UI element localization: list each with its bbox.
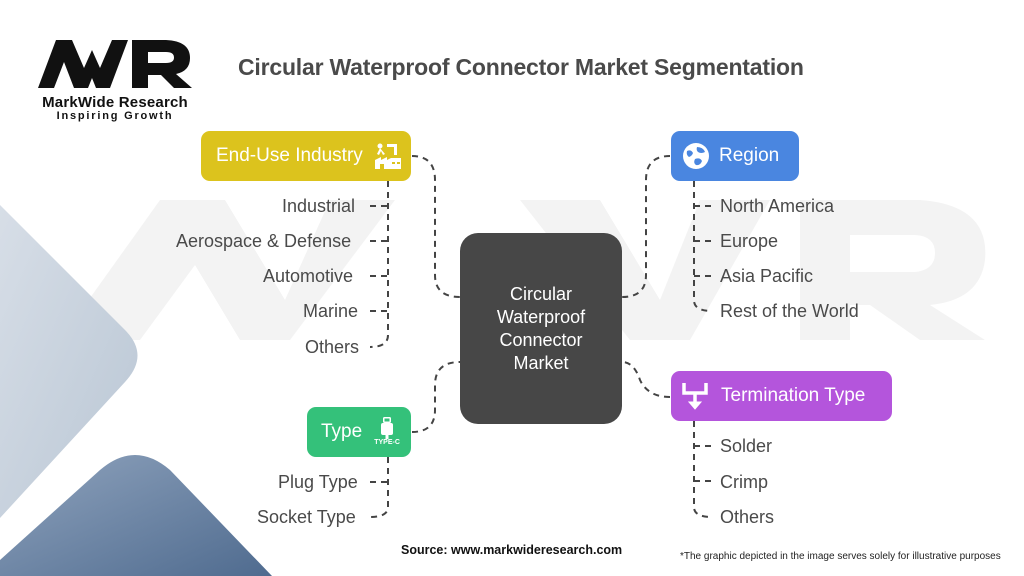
list-item: North America <box>720 196 835 216</box>
bracket-region <box>693 181 713 312</box>
branch-arrow-down-icon <box>681 381 709 411</box>
category-label: Region <box>719 145 780 166</box>
connector-type-center <box>411 361 461 433</box>
connector-region-center <box>621 155 671 298</box>
list-item: Asia Pacific <box>720 266 814 286</box>
connector-enduse-center <box>411 155 461 298</box>
list-item: Industrial <box>282 196 356 216</box>
usb-type-c-plug-icon: TYPE-C <box>374 417 400 447</box>
factory-robot-arm-icon <box>373 141 403 171</box>
category-type: Type TYPE-C <box>307 407 411 457</box>
brand-logo: MarkWide Research Inspiring Growth <box>30 38 200 123</box>
center-node: Circular Waterproof Connector Market <box>460 233 622 424</box>
list-item: Plug Type <box>278 472 358 492</box>
list-item: Europe <box>720 231 779 251</box>
list-item: Others <box>720 507 775 527</box>
list-item: Socket Type <box>257 507 356 527</box>
category-label: Type <box>321 421 363 442</box>
category-region: Region <box>671 131 799 181</box>
center-label: Circular Waterproof Connector Market <box>496 283 586 373</box>
list-item: Solder <box>720 436 773 456</box>
globe-icon <box>681 141 711 171</box>
list-item: Others <box>305 337 360 357</box>
brand-tagline: Inspiring Growth <box>56 110 174 122</box>
list-item: Aerospace & Defense <box>176 231 352 251</box>
page-title: Circular Waterproof Connector Market Seg… <box>238 54 804 80</box>
list-item: Automotive <box>263 266 354 286</box>
brand-name: MarkWide Research <box>42 94 188 111</box>
list-item: Marine <box>303 301 359 321</box>
list-item: Crimp <box>720 472 768 492</box>
bracket-type <box>369 457 389 518</box>
category-end-use-industry: End-Use Industry <box>201 131 411 181</box>
category-termination-type: Termination Type <box>671 371 892 421</box>
mwr-logo-icon <box>38 40 192 88</box>
list-item: Rest of the World <box>720 301 859 321</box>
category-label: End-Use Industry <box>216 145 363 166</box>
connector-term-center <box>621 361 671 398</box>
bracket-enduse <box>369 181 389 348</box>
category-label: Termination Type <box>721 385 866 406</box>
source-text: Source: www.markwideresearch.com <box>401 543 623 557</box>
icon-caption: TYPE-C <box>374 439 400 446</box>
disclaimer-text: *The graphic depicted in the image serve… <box>680 551 1001 562</box>
bracket-term <box>693 421 713 518</box>
